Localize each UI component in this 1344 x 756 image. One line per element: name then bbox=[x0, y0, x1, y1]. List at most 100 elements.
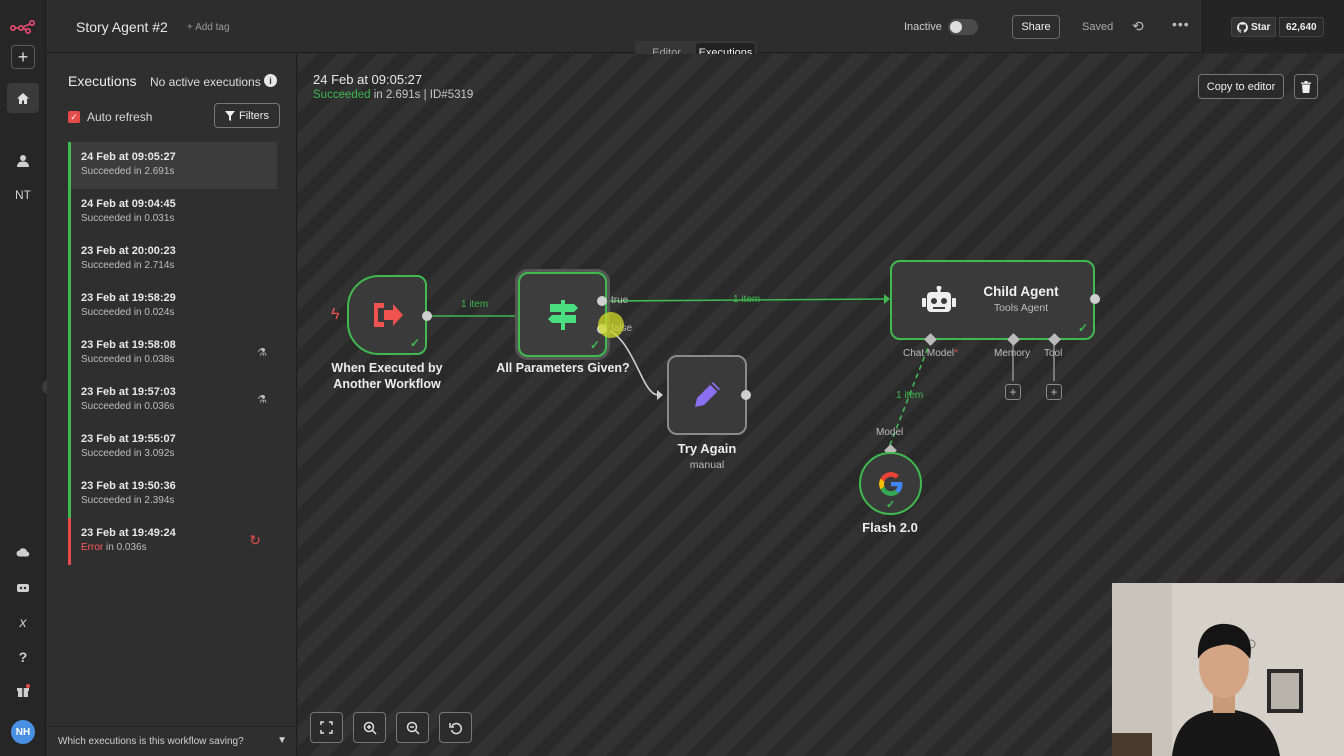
fit-view-button[interactable] bbox=[310, 712, 343, 743]
trigger-label-line2: Another Workflow bbox=[333, 377, 441, 391]
star-count[interactable]: 62,640 bbox=[1279, 17, 1324, 37]
chat-model-label: Chat Model* bbox=[903, 348, 958, 359]
info-icon[interactable]: i bbox=[264, 74, 277, 87]
try-again-node[interactable] bbox=[667, 355, 747, 435]
execution-date: 23 Feb at 19:50:36 bbox=[81, 480, 176, 492]
webcam-overlay bbox=[1112, 583, 1344, 756]
error-duration: in 0.036s bbox=[103, 542, 147, 553]
add-memory-button[interactable]: + bbox=[1005, 384, 1021, 400]
execution-status: Succeeded in 2.714s bbox=[81, 260, 175, 271]
agent-title: Child Agent bbox=[983, 284, 1059, 299]
execution-status: Succeeded in 0.031s bbox=[81, 213, 175, 224]
workflow-canvas[interactable]: 24 Feb at 09:05:27 Succeeded in 2.691s |… bbox=[298, 54, 1344, 756]
execution-summary: Succeeded in 2.691s | ID#5319 bbox=[313, 89, 473, 101]
history-icon[interactable]: ⟲ bbox=[1132, 18, 1144, 34]
help-icon[interactable]: ? bbox=[18, 649, 28, 665]
workflow-name[interactable]: Story Agent #2 bbox=[76, 19, 168, 35]
if-node[interactable]: ✓ bbox=[518, 272, 607, 357]
zoom-in-icon bbox=[363, 721, 377, 735]
edge-item-count: 1 item bbox=[461, 299, 489, 310]
trigger-node[interactable]: ✓ bbox=[347, 275, 427, 355]
execution-item[interactable]: 23 Feb at 19:58:29 Succeeded in 0.024s bbox=[68, 283, 277, 330]
delete-execution-button[interactable] bbox=[1294, 74, 1318, 99]
active-label: Inactive bbox=[904, 21, 942, 33]
execution-status: Succeeded in 2.394s bbox=[81, 495, 175, 506]
try-again-label: Try Again bbox=[677, 441, 737, 456]
filters-button[interactable]: Filters bbox=[214, 103, 280, 128]
execution-status: Succeeded in 2.691s bbox=[81, 166, 175, 177]
auto-refresh-checkbox[interactable]: ✓ bbox=[68, 111, 80, 123]
execution-list: 24 Feb at 09:05:27 Succeeded in 2.691s 2… bbox=[68, 142, 277, 565]
avatar[interactable]: NH bbox=[11, 720, 35, 744]
github-star-button[interactable]: Star bbox=[1231, 17, 1277, 37]
saving-settings-toggle[interactable]: Which executions is this workflow saving… bbox=[47, 726, 297, 756]
filter-icon bbox=[225, 110, 236, 121]
executions-panel: Executions No active executions i ✓ Auto… bbox=[47, 54, 297, 756]
variables-icon[interactable]: x bbox=[19, 614, 27, 630]
output-handle[interactable] bbox=[1090, 294, 1100, 304]
retry-icon[interactable]: ↻ bbox=[249, 532, 261, 548]
execution-status: Succeeded in 0.036s bbox=[81, 401, 175, 412]
success-check-icon: ✓ bbox=[589, 338, 600, 352]
agent-text: Child Agent Tools Agent bbox=[966, 284, 1076, 314]
cloud-icon[interactable] bbox=[7, 537, 39, 567]
home-icon[interactable] bbox=[7, 83, 39, 113]
flash-model-node[interactable]: ✓ bbox=[859, 452, 922, 515]
user-icon[interactable] bbox=[7, 145, 39, 175]
execution-status: Succeeded in 0.024s bbox=[81, 307, 175, 318]
execution-date: 23 Feb at 19:58:08 bbox=[81, 339, 176, 351]
execution-date: 23 Feb at 19:57:03 bbox=[81, 386, 176, 398]
execution-date: 23 Feb at 19:49:24 bbox=[81, 527, 176, 539]
execution-item[interactable]: 24 Feb at 09:04:45 Succeeded in 0.031s bbox=[68, 189, 277, 236]
share-button[interactable]: Share bbox=[1012, 15, 1060, 39]
n8n-logo-icon[interactable] bbox=[7, 12, 39, 42]
canvas-controls bbox=[310, 712, 472, 743]
execution-date: 23 Feb at 20:00:23 bbox=[81, 245, 176, 257]
chat-model-text: Chat Model bbox=[903, 348, 955, 359]
execution-item-error[interactable]: 23 Feb at 19:49:24 Error in 0.036s ↻ bbox=[68, 518, 277, 565]
gift-icon[interactable] bbox=[7, 675, 39, 705]
no-active-executions: No active executions bbox=[150, 75, 261, 89]
more-options-icon[interactable]: ••• bbox=[1172, 16, 1190, 32]
add-workflow-button[interactable]: + bbox=[11, 45, 35, 69]
templates-icon[interactable] bbox=[7, 572, 39, 602]
success-check-icon: ✓ bbox=[886, 499, 896, 511]
success-check-icon: ✓ bbox=[1077, 321, 1088, 335]
saving-question: Which executions is this workflow saving… bbox=[58, 736, 244, 747]
add-tag-link[interactable]: + Add tag bbox=[187, 22, 230, 33]
child-agent-node[interactable]: Child Agent Tools Agent ✓ bbox=[890, 260, 1095, 340]
copy-to-editor-button[interactable]: Copy to editor bbox=[1198, 74, 1284, 99]
memory-label: Memory bbox=[994, 348, 1031, 359]
project-nt[interactable]: NT bbox=[15, 188, 31, 202]
add-tool-button[interactable]: + bbox=[1046, 384, 1062, 400]
true-branch-label: true bbox=[611, 295, 629, 306]
saved-status: Saved bbox=[1082, 21, 1114, 33]
zoom-in-button[interactable] bbox=[353, 712, 386, 743]
success-check-icon: ✓ bbox=[409, 336, 420, 350]
reset-zoom-button[interactable] bbox=[439, 712, 472, 743]
trigger-node-label: When Executed by Another Workflow bbox=[318, 360, 456, 392]
pencil-icon bbox=[695, 382, 720, 407]
execution-date: 24 Feb at 09:04:45 bbox=[81, 198, 176, 210]
execution-details: in 2.691s | ID#5319 bbox=[370, 89, 474, 101]
flask-icon: ⚗ bbox=[257, 394, 267, 406]
output-handle[interactable] bbox=[741, 390, 751, 400]
execution-item[interactable]: 23 Feb at 19:50:36 Succeeded in 2.394s bbox=[68, 471, 277, 518]
model-label: Model bbox=[876, 427, 904, 438]
execution-item[interactable]: 23 Feb at 20:00:23 Succeeded in 2.714s bbox=[68, 236, 277, 283]
output-handle[interactable] bbox=[422, 311, 432, 321]
execution-status: Error in 0.036s bbox=[81, 542, 277, 553]
model-link-count: 1 item bbox=[896, 390, 924, 401]
active-toggle[interactable] bbox=[948, 19, 978, 35]
execution-item[interactable]: 23 Feb at 19:55:07 Succeeded in 3.092s bbox=[68, 424, 277, 471]
zoom-out-icon bbox=[406, 721, 420, 735]
execution-status: Succeeded in 0.038s bbox=[81, 354, 175, 365]
execution-item[interactable]: 23 Feb at 19:58:08 Succeeded in 0.038s ⚗ bbox=[68, 330, 277, 377]
star-label: Star bbox=[1251, 21, 1271, 33]
zoom-out-button[interactable] bbox=[396, 712, 429, 743]
true-output-handle[interactable] bbox=[597, 296, 607, 306]
execution-item[interactable]: 24 Feb at 09:05:27 Succeeded in 2.691s bbox=[68, 142, 277, 189]
auto-refresh[interactable]: ✓ Auto refresh bbox=[68, 110, 152, 124]
google-icon bbox=[878, 471, 902, 496]
execution-item[interactable]: 23 Feb at 19:57:03 Succeeded in 0.036s ⚗ bbox=[68, 377, 277, 424]
